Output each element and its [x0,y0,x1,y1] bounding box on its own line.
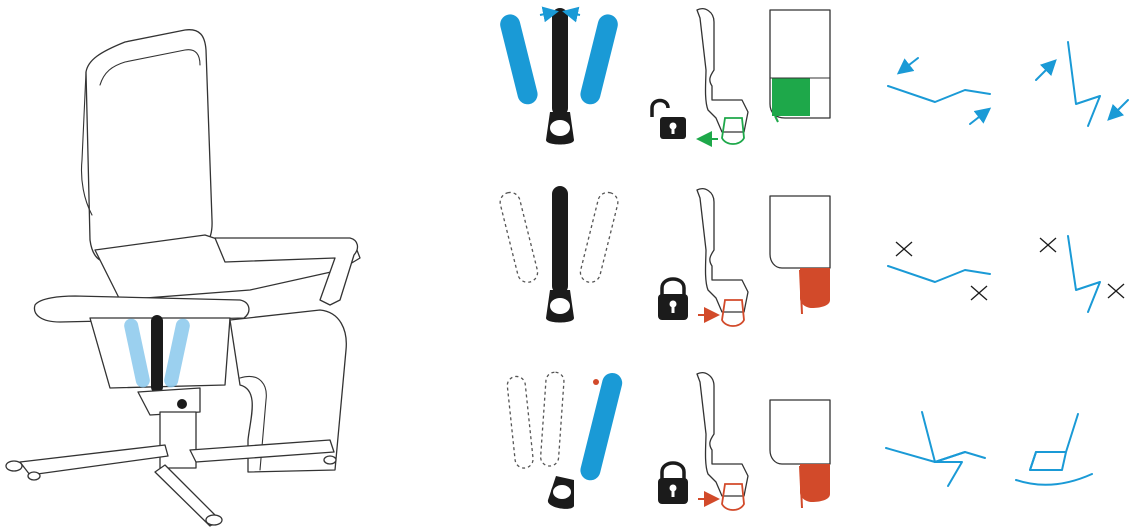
mechanism-side-view-3 [697,373,748,510]
row-1-free-swing [498,8,1128,145]
locked-padlock-icon [658,279,688,320]
indicator-panel-red-2 [770,400,830,508]
chair-illustration [6,30,360,526]
fixed-recline-diagram [888,242,990,300]
mechanism-side-view-1 [697,9,748,144]
lever-free-icon [498,8,620,145]
indicator-panel-green [770,10,830,122]
recline-motion-diagram [888,58,990,124]
rocking-diagram [1016,414,1092,485]
row-2-fixed-upright [498,186,1124,326]
fixed-tilt-diagram [1040,236,1124,312]
unlocked-padlock-icon [652,101,686,140]
lever-upright-icon [498,186,620,323]
indicator-panel-red-1 [770,196,830,314]
tilt-lock-diagram [886,412,985,486]
lever-forward-icon [506,371,624,509]
locked-padlock-icon-2 [658,463,688,504]
mechanism-side-view-2 [697,189,748,326]
row-3-rocking [506,371,1092,510]
tilt-motion-diagram [1036,42,1128,126]
